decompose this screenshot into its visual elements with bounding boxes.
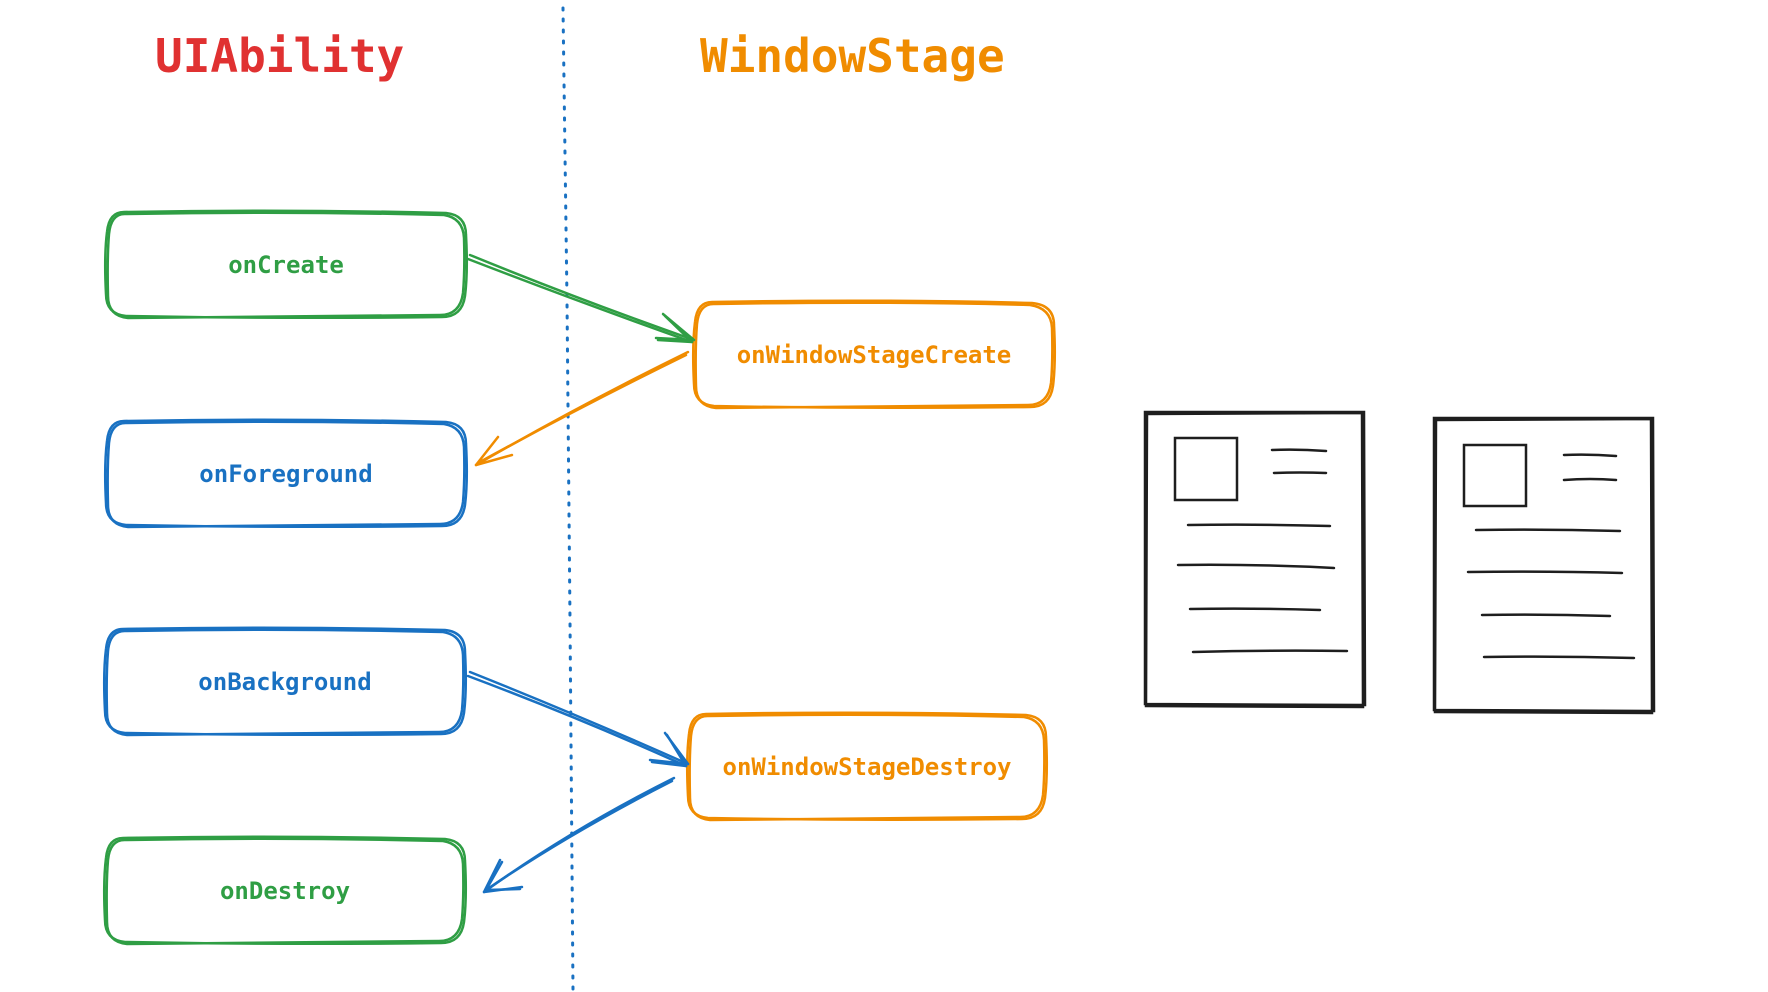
on-destroy-box — [102, 835, 468, 946]
document-page-icon — [1143, 410, 1367, 709]
windowstage-heading: WindowStage — [700, 29, 1005, 83]
arrow-window-stage-destroy-to-destroy — [482, 776, 676, 894]
section-divider — [561, 6, 575, 992]
on-create-box — [103, 209, 469, 320]
on-window-stage-create-box — [691, 299, 1057, 410]
document-page-icon — [1432, 416, 1656, 715]
on-background-box — [102, 626, 468, 737]
on-window-stage-destroy-box — [685, 711, 1049, 822]
arrow-background-to-window-stage-destroy — [466, 670, 690, 768]
arrow-create-to-window-stage-create — [466, 253, 696, 344]
on-foreground-box — [103, 418, 469, 529]
uiability-heading: UIAbility — [155, 29, 405, 83]
arrow-window-stage-create-to-foreground — [474, 350, 690, 467]
